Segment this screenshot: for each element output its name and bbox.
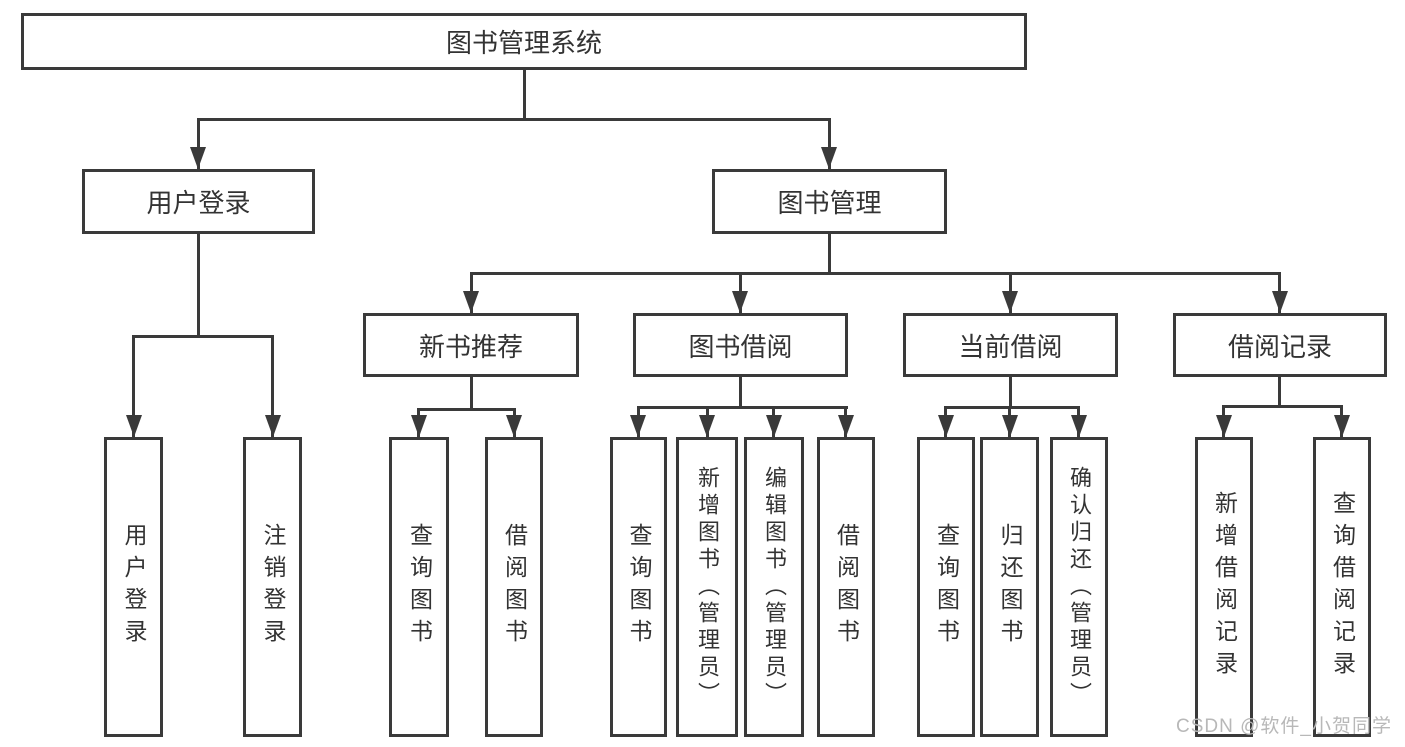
node-borrow-records-label: 借阅记录 (1227, 331, 1332, 362)
arrow-down-icon (699, 415, 715, 437)
leaf-query-books-current-label: 查询图书 (933, 523, 960, 651)
arrow-down-icon (265, 415, 281, 437)
node-book-management: 图书管理 (712, 169, 947, 234)
connector-drop-user-login (197, 118, 200, 169)
leaf-user-login: 用户登录 (104, 437, 163, 737)
node-new-book-recommend: 新书推荐 (363, 313, 579, 377)
connector-drop-leaf (271, 335, 274, 437)
connector-book-borrow-stub (739, 377, 742, 406)
leaf-borrow-books-label: 借阅图书 (833, 523, 860, 651)
arrow-down-icon (1334, 415, 1350, 437)
leaf-logout: 注销登录 (243, 437, 302, 737)
arrow-down-icon (1071, 415, 1087, 437)
node-book-borrow-label: 图书借阅 (688, 331, 793, 362)
arrow-down-icon (126, 415, 142, 437)
leaf-edit-books-admin-label: 编辑图书（管理员） (762, 465, 787, 709)
leaf-query-books-recommend-label: 查询图书 (406, 523, 433, 651)
arrow-down-icon (766, 415, 782, 437)
node-root: 图书管理系统 (21, 13, 1027, 70)
leaf-logout-label: 注销登录 (260, 523, 286, 651)
leaf-add-books-admin: 新增图书（管理员） (676, 437, 738, 737)
arrow-down-icon (506, 415, 522, 437)
connector-new-book-stub (470, 377, 473, 408)
leaf-add-borrow-record: 新增借阅记录 (1195, 437, 1253, 737)
leaf-add-borrow-record-label: 新增借阅记录 (1211, 491, 1238, 683)
leaf-borrow-books: 借阅图书 (817, 437, 875, 737)
arrow-down-icon (1216, 415, 1232, 437)
arrow-down-icon (938, 415, 954, 437)
connector-borrow-records-stub (1278, 377, 1281, 405)
node-new-book-recommend-label: 新书推荐 (418, 331, 523, 362)
arrow-down-icon (1002, 415, 1018, 437)
connector-user-login-hline (132, 335, 274, 338)
connector-current-borrow-stub (1009, 377, 1012, 406)
arrow-down-icon (1002, 291, 1018, 313)
connector-root-hline (197, 118, 831, 121)
arrow-down-icon (463, 291, 479, 313)
leaf-query-books-recommend: 查询图书 (389, 437, 449, 737)
arrow-down-icon (732, 291, 748, 313)
csdn-watermark: CSDN @软件_小贺同学 (1176, 716, 1392, 737)
arrow-down-icon (838, 415, 854, 437)
leaf-add-books-admin-label: 新增图书（管理员） (695, 465, 720, 709)
node-current-borrow-label: 当前借阅 (958, 331, 1063, 362)
leaf-query-books-current: 查询图书 (917, 437, 975, 737)
connector-user-login-stub (197, 234, 200, 335)
connector-drop-leaf (132, 335, 135, 437)
node-user-login-label: 用户登录 (146, 188, 251, 218)
leaf-borrow-books-recommend: 借阅图书 (485, 437, 543, 737)
arrow-down-icon (190, 147, 206, 169)
leaf-user-login-label: 用户登录 (121, 523, 147, 651)
leaf-return-books: 归还图书 (980, 437, 1039, 737)
leaf-query-books-borrow: 查询图书 (610, 437, 667, 737)
node-current-borrow: 当前借阅 (903, 313, 1118, 377)
connector-drop-book-management (828, 118, 831, 169)
leaf-query-borrow-record: 查询借阅记录 (1313, 437, 1371, 737)
node-book-management-label: 图书管理 (777, 188, 882, 218)
arrow-down-icon (630, 415, 646, 437)
connector-book-management-hline (470, 272, 1281, 275)
node-book-borrow: 图书借阅 (633, 313, 848, 377)
node-user-login: 用户登录 (82, 169, 315, 234)
node-borrow-records: 借阅记录 (1173, 313, 1387, 377)
leaf-borrow-books-recommend-label: 借阅图书 (501, 523, 528, 651)
leaf-edit-books-admin: 编辑图书（管理员） (744, 437, 804, 737)
connector-book-management-stub (828, 234, 831, 272)
leaf-confirm-return-admin: 确认归还（管理员） (1050, 437, 1108, 737)
connector-current-borrow-hline (944, 406, 1080, 409)
leaf-return-books-label: 归还图书 (997, 523, 1023, 651)
leaf-query-books-borrow-label: 查询图书 (626, 523, 652, 651)
arrow-down-icon (821, 147, 837, 169)
arrow-down-icon (411, 415, 427, 437)
connector-new-book-hline (417, 408, 516, 411)
arrow-down-icon (1272, 291, 1288, 313)
node-root-label: 图书管理系统 (445, 28, 602, 58)
leaf-query-borrow-record-label: 查询借阅记录 (1329, 491, 1356, 683)
leaf-confirm-return-admin-label: 确认归还（管理员） (1067, 465, 1092, 709)
connector-borrow-records-hline (1222, 405, 1343, 408)
connector-root-stub (523, 70, 526, 118)
connector-book-borrow-hline (637, 406, 848, 409)
